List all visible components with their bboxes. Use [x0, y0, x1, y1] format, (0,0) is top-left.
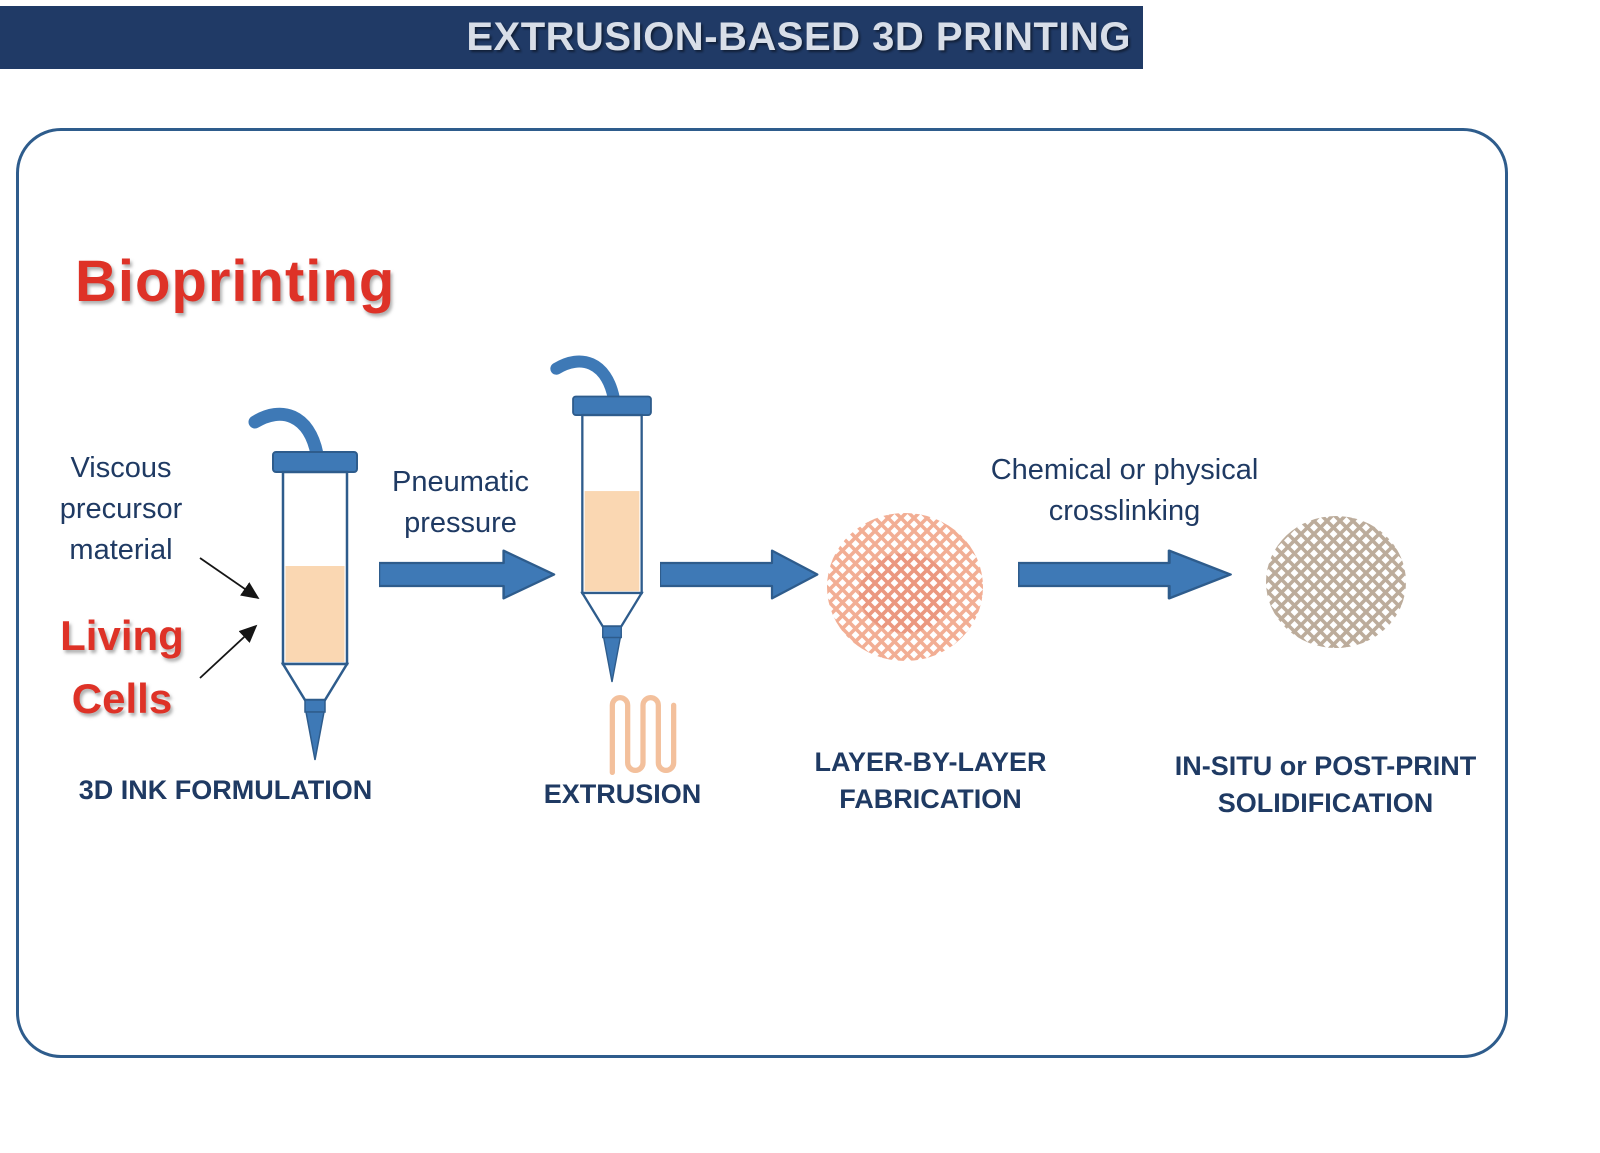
annotation-line: Living: [60, 612, 184, 659]
step-label-line: LAYER-BY-LAYER: [814, 747, 1047, 777]
step-label-extrusion: EXTRUSION: [500, 776, 745, 813]
extruded-filament-icon: [609, 695, 677, 775]
annotation-line: crosslinking: [1048, 495, 1201, 528]
feed-tube-icon: [550, 355, 620, 405]
page-title: EXTRUSION-BASED 3D PRINTING: [466, 15, 1131, 59]
crosslinking-label: Chemical or physical crosslinking: [962, 450, 1287, 532]
annotation-line: Cells: [71, 675, 173, 722]
annotation-line: precursor: [59, 493, 183, 526]
syringe-icon: [248, 407, 358, 761]
step-label-ink-formulation: 3D INK FORMULATION: [58, 772, 393, 809]
step-label-line: SOLIDIFICATION: [1217, 788, 1434, 819]
step-label-line: IN-SITU or POST-PRINT: [1174, 751, 1477, 781]
syringe-icon: [550, 355, 652, 683]
annotation-line: Chemical or physical: [990, 454, 1259, 486]
viscous-precursor-label: Viscous precursor material: [36, 448, 206, 572]
living-cells-label: Living Cells: [42, 604, 202, 730]
bioprinting-heading: Bioprinting: [75, 249, 396, 314]
step-label-line: 3D INK FORMULATION: [78, 775, 373, 805]
flow-arrow-icon: [379, 549, 556, 600]
step-label-line: FABRICATION: [839, 784, 1022, 815]
step-label-layer-by-layer: LAYER-BY-LAYER FABRICATION: [793, 744, 1068, 819]
annotation-line: material: [69, 534, 173, 567]
annotation-line: Pneumatic: [391, 466, 529, 498]
pneumatic-pressure-label: Pneumatic pressure: [368, 462, 553, 544]
flow-arrow-icon: [1018, 549, 1232, 600]
annotation-line: Viscous: [70, 452, 172, 484]
step-label-line: EXTRUSION: [543, 779, 702, 809]
scaffold-lattice-icon: [1266, 516, 1406, 648]
step-label-solidification: IN-SITU or POST-PRINT SOLIDIFICATION: [1158, 748, 1493, 823]
header-bar: EXTRUSION-BASED 3D PRINTING: [0, 6, 1143, 69]
pointer-arrow-icon: [199, 557, 260, 679]
diagram-panel: [16, 128, 1508, 1058]
scaffold-lattice-icon: [827, 513, 983, 661]
annotation-line: pressure: [404, 507, 517, 540]
flow-arrow-icon: [660, 549, 819, 600]
feed-tube-icon: [248, 407, 324, 461]
